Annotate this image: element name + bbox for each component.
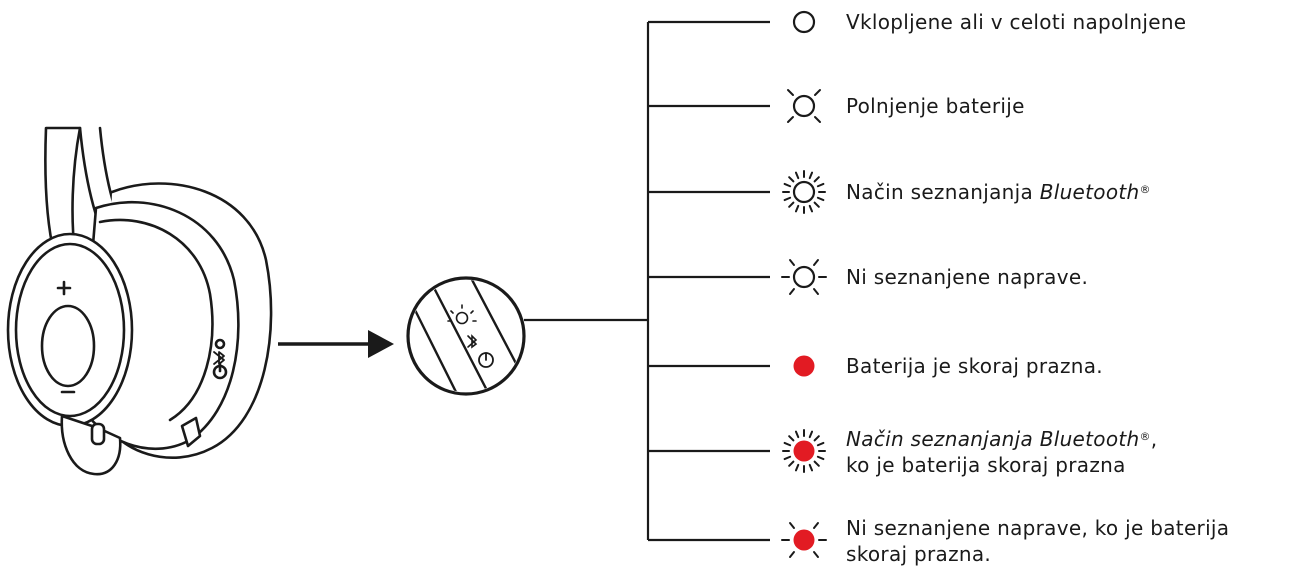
white-led-slow-blinking-icon xyxy=(781,259,827,295)
legend-label-bt-pairing: Način seznanjanja Bluetooth® xyxy=(846,179,1151,205)
headset-illustration xyxy=(6,126,273,476)
legend-label-line: Način seznanjanja Bluetooth®, xyxy=(846,427,1158,451)
plus-icon xyxy=(56,280,72,296)
status-led-icon xyxy=(214,338,226,350)
legend-label-line: Polnjenje baterije xyxy=(846,94,1025,118)
red-led-slow-blinking-icon xyxy=(781,522,827,558)
legend-label-no-paired: Ni seznanjene naprave. xyxy=(846,264,1088,290)
red-led-fast-blinking-icon xyxy=(782,429,826,473)
magnified-bluetooth-icon xyxy=(467,334,478,349)
white-led-pulsing-icon xyxy=(787,89,821,123)
power-icon xyxy=(212,362,228,380)
legend-label-line: Način seznanjanja Bluetooth® xyxy=(846,180,1151,204)
arrow-icon xyxy=(278,330,394,358)
legend-label-line: Ni seznanjene naprave, ko je baterija xyxy=(846,516,1230,540)
legend-label-line: Vklopljene ali v celoti napolnjene xyxy=(846,10,1187,34)
legend-bracket xyxy=(646,20,770,542)
legend-leds xyxy=(781,10,827,558)
legend-label-line: Baterija je skoraj prazna. xyxy=(846,354,1103,378)
legend-label-line: ko je baterija skoraj prazna xyxy=(846,453,1126,477)
magnifier-detail xyxy=(406,276,526,396)
legend-label-line: skoraj prazna. xyxy=(846,542,992,566)
legend-label-charging: Polnjenje baterije xyxy=(846,93,1025,119)
legend-label-line: Ni seznanjene naprave. xyxy=(846,265,1089,289)
legend-label-battery-low: Baterija je skoraj prazna. xyxy=(846,353,1103,379)
red-led-steady-icon xyxy=(793,355,815,377)
white-led-fast-blinking-icon xyxy=(782,170,826,214)
legend-label-on-or-charged: Vklopljene ali v celoti napolnjene xyxy=(846,9,1186,35)
white-led-steady-icon xyxy=(792,10,816,34)
legend-label-bt-pairing-low: Način seznanjanja Bluetooth®,ko je bater… xyxy=(846,426,1157,478)
bluetooth-icon xyxy=(213,351,225,365)
magnified-power-icon xyxy=(478,352,494,368)
magnified-led-icon xyxy=(447,304,477,325)
